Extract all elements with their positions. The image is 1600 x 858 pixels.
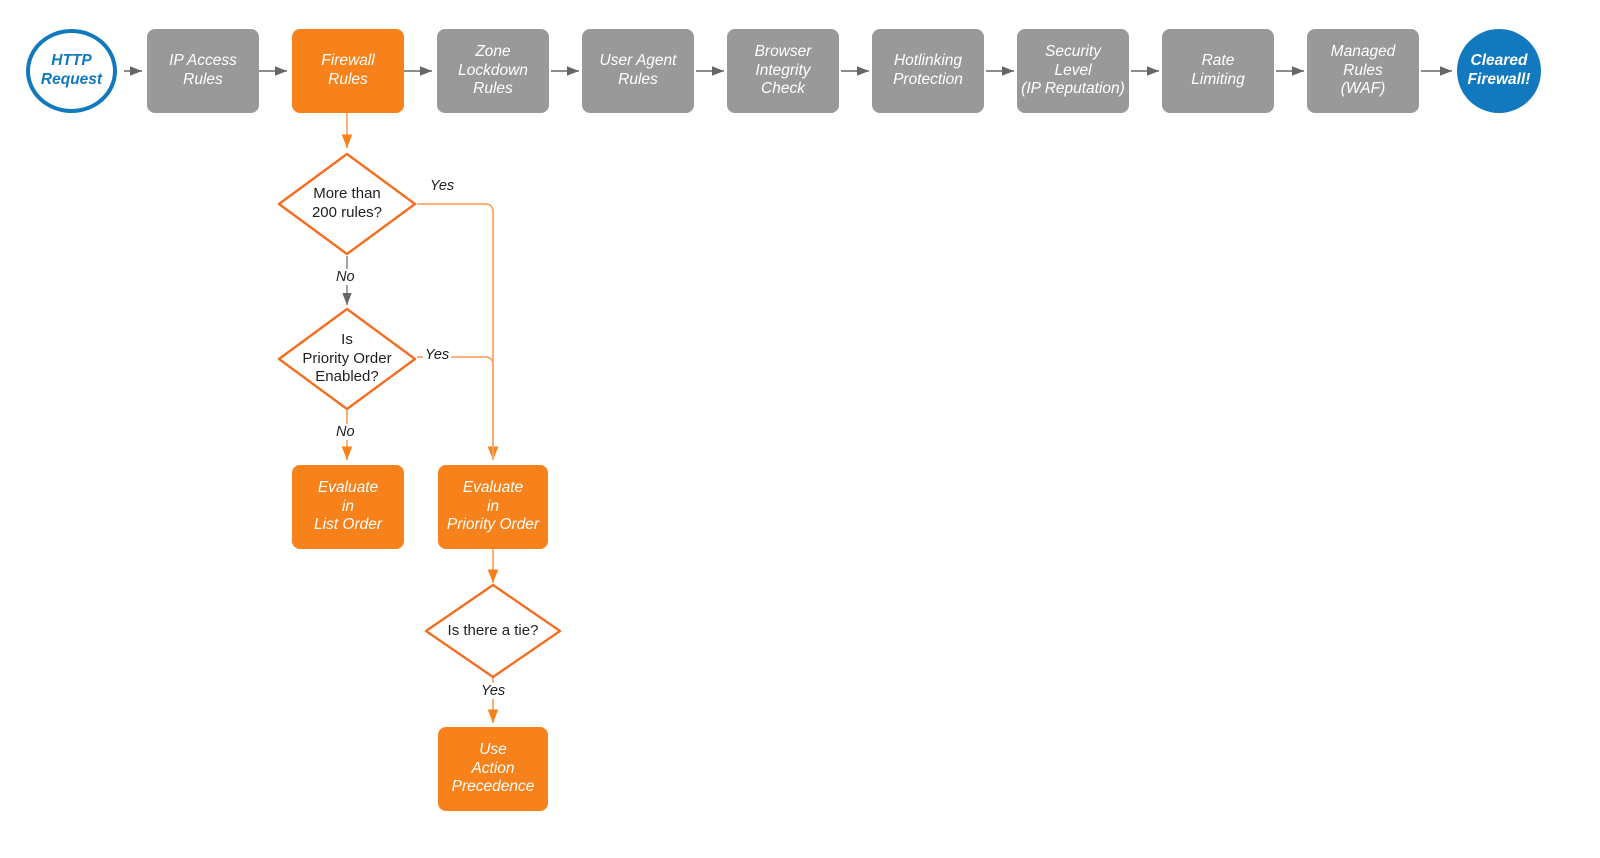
node-use-action-precedence[interactable]: Use Action Precedence — [438, 727, 548, 811]
node-firewall-rules-line1: Firewall — [321, 52, 375, 70]
node-cleared-firewall-line1: Cleared — [1470, 52, 1528, 70]
edge-decision1-yes — [417, 203, 499, 461]
node-evaluate-in-priority-order-line3: Priority Order — [446, 516, 540, 534]
decision-is-priority-order-enabled-label: Is Priority Order Enabled? — [277, 307, 417, 411]
edge-label-no-200-rules: No — [334, 269, 357, 285]
edge-label-yes-tie: Yes — [479, 683, 508, 699]
node-http-request-line1: HTTP — [51, 52, 92, 70]
node-rate-limiting-line1: Rate — [1201, 52, 1235, 70]
node-ip-access-rules-line1: IP Access — [169, 52, 237, 70]
node-user-agent-rules[interactable]: User Agent Rules — [582, 29, 694, 113]
node-security-level-line3: (IP Reputation) — [1021, 80, 1125, 98]
decision-is-there-a-tie-label: Is there a tie? — [424, 583, 562, 679]
node-rate-limiting[interactable]: Rate Limiting — [1162, 29, 1274, 113]
decision-is-there-a-tie[interactable]: Is there a tie? — [424, 583, 562, 679]
node-evaluate-in-list-order-line3: List Order — [313, 516, 383, 534]
edge-label-yes-priority-order: Yes — [423, 347, 452, 363]
node-security-level[interactable]: Security Level (IP Reputation) — [1017, 29, 1129, 113]
decision-more-than-200-rules-label: More than 200 rules? — [277, 152, 417, 256]
node-evaluate-in-list-order[interactable]: Evaluate in List Order — [292, 465, 404, 549]
edge-label-no-priority-order: No — [334, 424, 357, 440]
node-http-request-line2: Request — [40, 71, 103, 88]
node-cleared-firewall[interactable]: Cleared Firewall! — [1457, 29, 1541, 113]
edge-decision2-yes — [417, 356, 494, 460]
edge-label-yes-200-rules: Yes — [428, 178, 457, 194]
node-cleared-firewall-line2: Firewall! — [1467, 71, 1531, 88]
node-evaluate-in-list-order-line2: in — [341, 497, 355, 515]
node-browser-integrity-check-line2: Integrity — [755, 61, 811, 79]
node-hotlinking-protection-line1: Hotlinking — [893, 52, 963, 70]
node-zone-lockdown-rules-line3: Rules — [473, 80, 513, 98]
node-managed-rules-waf-line3: (WAF) — [1340, 80, 1386, 98]
node-use-action-precedence-line2: Action — [471, 759, 515, 777]
node-security-level-line1: Security — [1044, 42, 1101, 60]
node-browser-integrity-check-line3: Check — [761, 80, 805, 98]
decision-is-priority-order-enabled[interactable]: Is Priority Order Enabled? — [277, 307, 417, 411]
node-security-level-line2: Level — [1054, 61, 1092, 79]
node-ip-access-rules-line2: Rules — [183, 71, 223, 88]
node-browser-integrity-check[interactable]: Browser Integrity Check — [727, 29, 839, 113]
node-evaluate-in-priority-order[interactable]: Evaluate in Priority Order — [438, 465, 548, 549]
decision1-line1: More than — [313, 185, 381, 203]
node-rate-limiting-line2: Limiting — [1191, 71, 1245, 88]
decision2-line2: Priority Order — [302, 349, 392, 367]
node-use-action-precedence-line3: Precedence — [451, 778, 535, 796]
node-evaluate-in-priority-order-line2: in — [486, 497, 500, 515]
decision2-line3: Enabled? — [315, 368, 379, 386]
node-user-agent-rules-line2: Rules — [618, 71, 658, 88]
decision3-line1: Is there a tie? — [447, 621, 539, 639]
decision2-line1: Is — [341, 330, 353, 348]
node-zone-lockdown-rules-line1: Zone — [475, 42, 511, 60]
node-zone-lockdown-rules-line2: Lockdown — [458, 61, 528, 79]
node-browser-integrity-check-line1: Browser — [754, 42, 812, 60]
node-firewall-rules-line2: Rules — [328, 71, 368, 88]
decision1-line2: 200 rules? — [311, 204, 383, 221]
node-evaluate-in-list-order-line1: Evaluate — [317, 478, 379, 496]
node-hotlinking-protection-line2: Protection — [893, 71, 963, 88]
node-evaluate-in-priority-order-line1: Evaluate — [462, 478, 524, 496]
node-firewall-rules[interactable]: Firewall Rules — [292, 29, 404, 113]
node-user-agent-rules-line1: User Agent — [599, 52, 677, 70]
node-zone-lockdown-rules[interactable]: Zone Lockdown Rules — [437, 29, 549, 113]
decision-more-than-200-rules[interactable]: More than 200 rules? — [277, 152, 417, 256]
node-managed-rules-waf[interactable]: Managed Rules (WAF) — [1307, 29, 1419, 113]
node-managed-rules-waf-line2: Rules — [1343, 61, 1383, 79]
node-managed-rules-waf-line1: Managed — [1330, 42, 1396, 60]
node-hotlinking-protection[interactable]: Hotlinking Protection — [872, 29, 984, 113]
node-ip-access-rules[interactable]: IP Access Rules — [147, 29, 259, 113]
node-use-action-precedence-line1: Use — [479, 740, 507, 758]
node-http-request[interactable]: HTTP Request — [26, 29, 117, 113]
